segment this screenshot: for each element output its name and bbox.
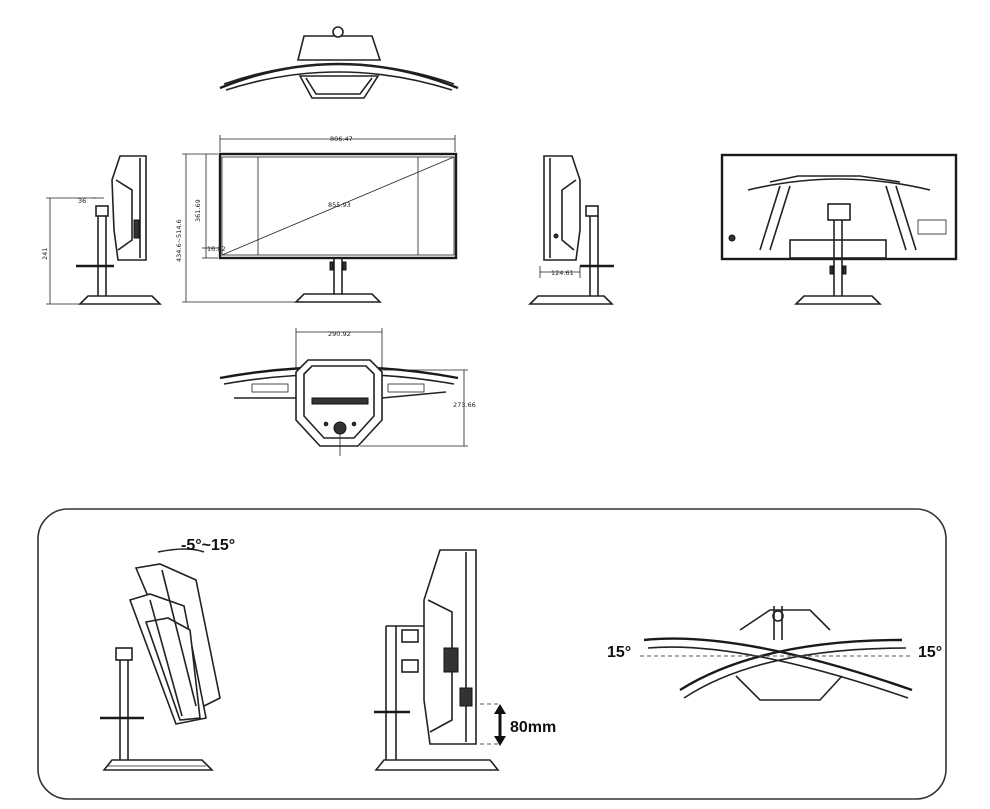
base-width-dimension: 290.92 bbox=[328, 330, 351, 338]
right-side-view bbox=[528, 155, 614, 305]
base-depth-dimension: 273.66 bbox=[453, 401, 476, 409]
tilt-drawing bbox=[100, 548, 221, 771]
adjustment-panel bbox=[37, 508, 947, 800]
stand-offset-dimension: 36 bbox=[78, 197, 86, 205]
side-height-dimension: 241 bbox=[41, 248, 49, 260]
tilt-label: -5°~15° bbox=[181, 537, 235, 554]
front-view bbox=[182, 135, 458, 303]
height-drawing bbox=[374, 549, 506, 771]
height-range-dimension: 434.6~514.6 bbox=[175, 219, 183, 262]
top-view bbox=[219, 26, 459, 99]
diagonal-dimension: 855.93 bbox=[328, 201, 351, 209]
rear-view bbox=[720, 153, 958, 305]
bottom-gap-dimension: 16.82 bbox=[207, 245, 226, 253]
swivel-drawing bbox=[640, 606, 913, 701]
screen-top-offset: 361.69 bbox=[194, 199, 202, 222]
bottom-view bbox=[219, 328, 468, 456]
width-dimension: 806.47 bbox=[330, 135, 353, 143]
swivel-right-label: 15° bbox=[918, 644, 942, 661]
height-adjust-label: 80mm bbox=[510, 719, 556, 736]
left-side-view bbox=[46, 155, 162, 305]
stand-depth-dimension: 124.61 bbox=[551, 269, 574, 277]
swivel-left-label: 15° bbox=[607, 644, 631, 661]
